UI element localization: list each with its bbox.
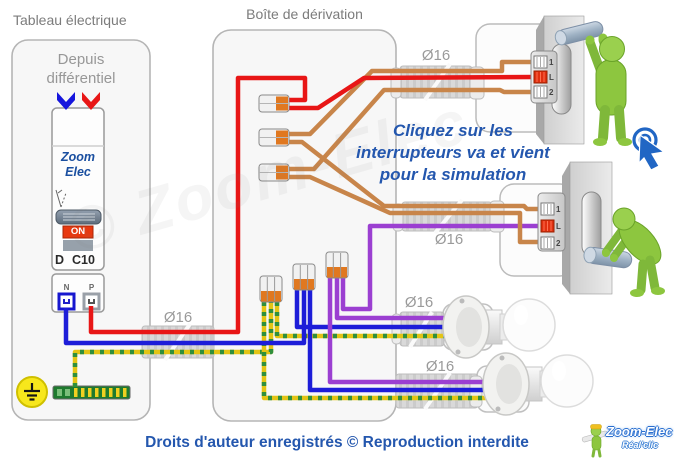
wago-connector-phase	[258, 94, 290, 113]
switch1-va-et-vient[interactable]	[536, 15, 632, 146]
shuttle-wires	[288, 59, 542, 245]
switch2-terminalL-label: L	[556, 222, 561, 231]
instruction-line1: Cliquez sur les	[393, 121, 513, 140]
breaker-neutral-label: N	[63, 283, 70, 292]
wago-connector-earth	[259, 275, 283, 303]
lamp1-bulb	[502, 298, 556, 352]
switch2-terminal1-label: 1	[556, 205, 561, 214]
source-label: Depuis différentiel	[12, 50, 150, 88]
phase-wires	[88, 74, 537, 335]
switch1-terminalL-label: L	[549, 73, 554, 82]
switch2-terminal-block	[537, 192, 566, 252]
breaker-pole-label: D	[55, 253, 65, 267]
switch2-rocker[interactable]	[581, 191, 602, 257]
earth-busbar	[52, 385, 131, 400]
earth-wires	[72, 302, 500, 401]
switch1-terminal2-label: 2	[549, 88, 554, 97]
breaker-brand-line2: Elec	[65, 165, 91, 179]
wago-connector-neutral	[292, 263, 316, 291]
figure-pressing-switch1	[585, 33, 632, 146]
switch2-terminal2-label: 2	[556, 239, 561, 248]
breaker-brand-line1: Zoom	[60, 150, 96, 164]
conduit-diameter-label: Ø16	[404, 294, 434, 311]
click-cursor-icon	[632, 127, 666, 171]
phase-arrow-icon	[82, 92, 100, 110]
conduit-diameter-label: Ø16	[163, 309, 193, 326]
lamp-return-wires	[327, 223, 541, 385]
switch2-va-et-vient[interactable]	[562, 161, 668, 297]
neutral-arrow-icon	[57, 92, 75, 110]
figure-pressing-switch2	[602, 207, 665, 297]
wago-connector-shuttle-a	[258, 128, 290, 147]
tableau-title: Tableau électrique	[13, 12, 127, 28]
circuit-breaker	[51, 107, 105, 313]
neutral-wires	[63, 290, 500, 393]
copyright-text: Droits d'auteur enregistrés © Reproducti…	[145, 434, 529, 451]
instruction-text: Cliquez sur les interrupteurs va et vien…	[352, 120, 554, 186]
wago-connector-shuttle-b	[258, 163, 290, 182]
breaker-on-button	[62, 225, 94, 239]
breaker-rating-label: C10	[72, 253, 95, 267]
logo-name: Zoom-Elec	[606, 424, 673, 439]
conduit-diameter-label: Ø16	[425, 358, 455, 375]
conduit-diameter-label: Ø16	[421, 47, 451, 64]
lamp2	[482, 352, 594, 416]
lamp2-bulb	[540, 354, 594, 408]
source-label-line1: Depuis	[57, 51, 105, 68]
earth-symbol-icon	[16, 376, 48, 408]
instruction-line2: interrupteurs va et vient	[356, 143, 550, 162]
figure2-head	[612, 207, 636, 231]
logo-mascot-icon	[581, 424, 608, 458]
figure1-head	[599, 36, 625, 62]
wago-connector-return	[325, 251, 349, 279]
breaker-on-label: ON	[70, 226, 86, 237]
switch1-terminal-block	[530, 50, 558, 104]
source-label-line2: différentiel	[46, 70, 116, 87]
breaker-phase-label: P	[88, 283, 95, 292]
conduit-diameter-label: Ø16	[434, 231, 464, 248]
switch1-terminal1-label: 1	[549, 58, 554, 67]
logo-tagline: Réal'clic	[622, 440, 659, 450]
lamp1	[442, 295, 556, 359]
neutral-terminal	[57, 292, 76, 311]
instruction-line3: pour la simulation	[379, 165, 527, 184]
breaker-contact-symbol	[55, 189, 67, 208]
derivation-title: Boîte de dérivation	[246, 6, 363, 22]
